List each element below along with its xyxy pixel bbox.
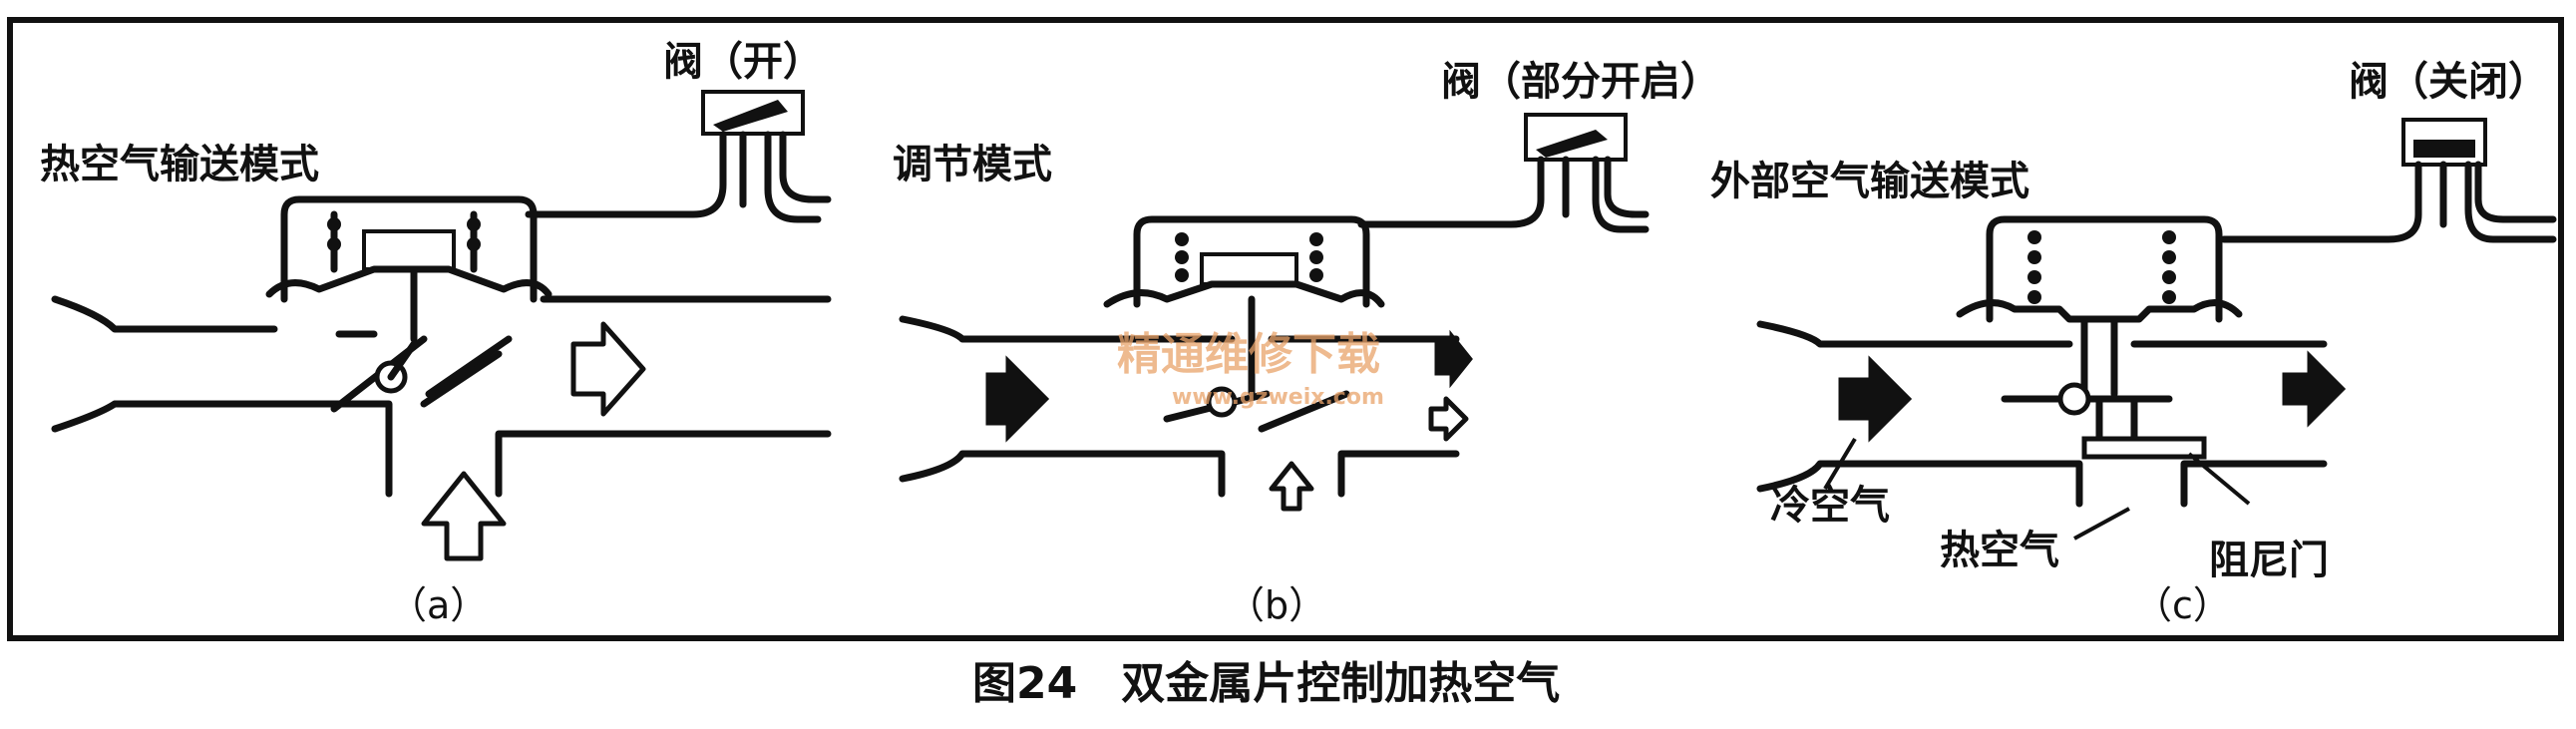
- watermark-text: 精通维修下载: [1117, 329, 1380, 380]
- sub-label-c: （c）: [2134, 583, 2231, 627]
- hot-air-leader: [2073, 507, 2130, 541]
- valve-label-a: 阀（开）: [663, 39, 823, 85]
- outflow-arrow-b: [1434, 329, 1473, 389]
- mode-label-b: 调节模式: [893, 142, 1052, 187]
- bimetal-chamber-c: [1956, 215, 2243, 398]
- hot-air-inflow-arrow-a: [421, 471, 507, 561]
- bimetal-chamber-a: [265, 195, 552, 343]
- valve-label-b: 阀（部分开启）: [1441, 59, 1720, 105]
- damper-door-b: [1163, 386, 1350, 433]
- cold-air-inflow-arrow-c: [1838, 355, 1913, 443]
- mode-label-c: 外部空气输送模式: [1710, 159, 2029, 204]
- damper-label: 阻尼门: [2209, 538, 2329, 583]
- hot-air-outflow-arrow-b: [1428, 396, 1469, 442]
- cold-air-label: 冷空气: [1770, 483, 1890, 529]
- bimetal-chamber-b: [1103, 215, 1385, 398]
- watermark-url: www.gzweix.com: [1172, 385, 1384, 410]
- figure-frame: [7, 17, 2564, 641]
- valve-open-a: [525, 90, 832, 223]
- panel-b: 调节模式 阀（部分开启）: [893, 59, 1720, 627]
- cold-air-inflow-arrow-b: [985, 355, 1050, 443]
- damper-leader: [2187, 452, 2251, 506]
- damper-door-a: [330, 335, 513, 413]
- valve-label-c: 阀（关闭）: [2349, 59, 2548, 105]
- outflow-arrow-c: [2282, 350, 2347, 428]
- air-duct-a: [51, 295, 832, 498]
- hot-air-inflow-arrow-b: [1269, 461, 1314, 512]
- mode-label-a: 热空气输送模式: [40, 142, 319, 187]
- damper-door-c: [2001, 382, 2207, 460]
- outflow-arrow-a: [570, 321, 646, 417]
- sub-label-a: （a）: [389, 583, 488, 627]
- air-duct-b: [899, 315, 1460, 498]
- panel-a: 热空气输送模式 阀（开）: [40, 39, 832, 627]
- cold-air-leader: [1823, 437, 1857, 491]
- valve-partial-b: [1357, 113, 1650, 233]
- hot-air-label: 热空气: [1940, 528, 2059, 573]
- panel-c: 外部空气输送模式 阀（关闭）: [1710, 59, 2557, 627]
- sub-label-b: （b）: [1227, 583, 1326, 627]
- figure-caption: 图24 双金属片控制加热空气: [972, 658, 1560, 709]
- valve-closed-c: [2220, 118, 2557, 243]
